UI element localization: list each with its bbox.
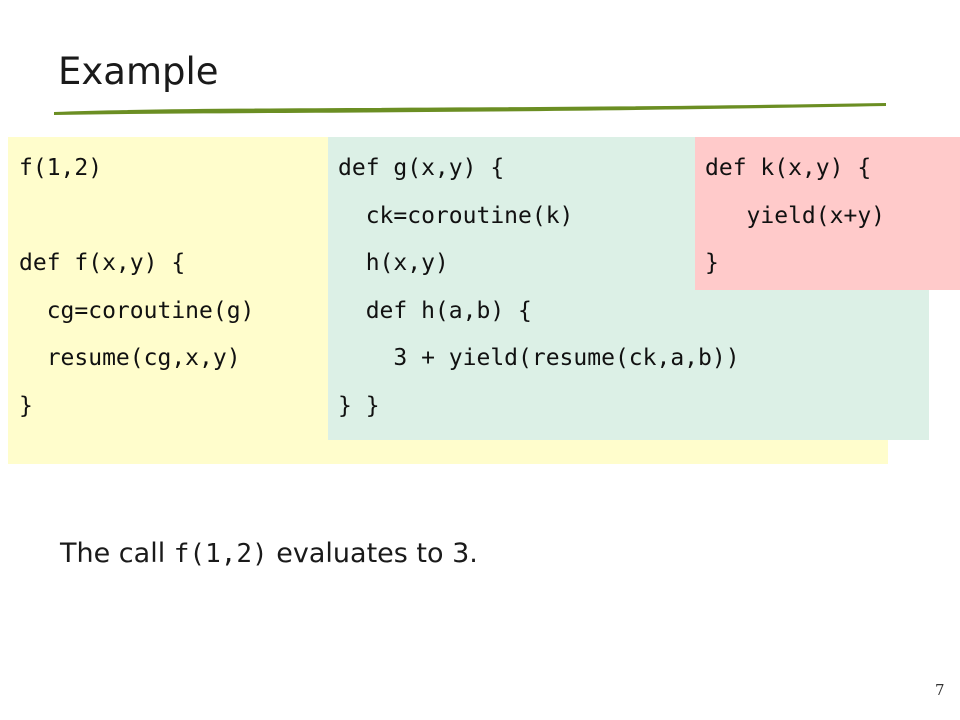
code-line: f(1,2) (19, 155, 103, 181)
code-line: resume(cg,x,y) (19, 345, 241, 371)
slide-title: Example (58, 50, 219, 93)
caption-prefix: The call (60, 538, 174, 569)
code-block-k: def k(x,y) { yield(x+y) } (695, 137, 960, 290)
code-line: } (705, 250, 719, 276)
code-line: } } (338, 392, 380, 419)
code-line: def f(x,y) { (19, 250, 186, 276)
title-underline (54, 103, 886, 115)
page-number: 7 (935, 681, 945, 699)
caption: The call f(1,2) evaluates to 3. (60, 538, 478, 569)
code-line: def h(a,b) { (338, 297, 532, 324)
code-line: } (19, 392, 33, 419)
code-line: def g(x,y) { (338, 155, 505, 181)
code-line: 3 + yield(resume(ck,a,b)) (338, 345, 740, 371)
code-line: h(x,y) (338, 250, 449, 276)
code-line: ck=coroutine(k) (338, 202, 574, 229)
code-line: def k(x,y) { (705, 155, 872, 181)
caption-code: f(1,2) (173, 539, 268, 569)
caption-suffix: evaluates to 3. (267, 538, 478, 569)
code-line: cg=coroutine(g) (19, 297, 255, 324)
code-line: yield(x+y) (705, 202, 886, 229)
